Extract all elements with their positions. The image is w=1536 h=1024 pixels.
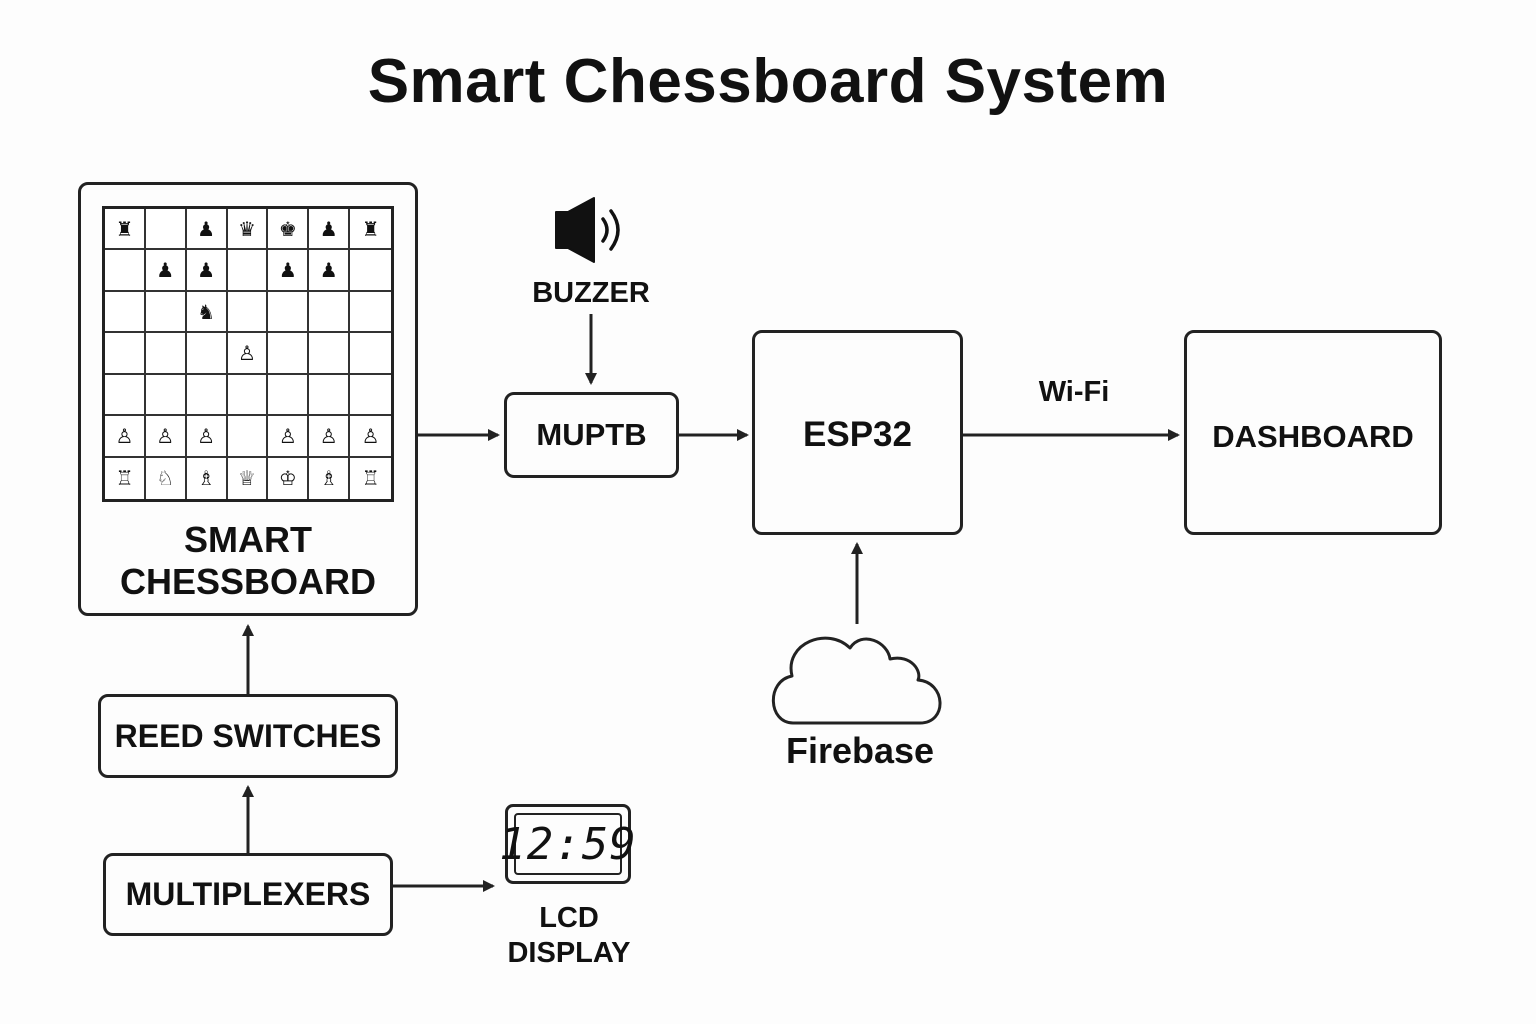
reed-switches-label: REED SWITCHES xyxy=(114,717,382,754)
chess-piece-square: ♙ xyxy=(350,416,391,458)
chess-piece-square: ♟ xyxy=(186,209,228,251)
empty-square xyxy=(145,374,187,417)
chess-piece-square: ♘ xyxy=(146,457,187,499)
chess-piece-square: ♗ xyxy=(309,457,351,499)
empty-square xyxy=(145,291,187,334)
multiplexers-label: MULTIPLEXERS xyxy=(125,876,371,912)
muptb-label: MUPTB xyxy=(536,417,647,452)
chess-piece-square: ♟ xyxy=(309,209,351,251)
muptb-node: MUPTB xyxy=(504,392,679,478)
multiplexers-node: MULTIPLEXERS xyxy=(103,853,393,936)
smart-chessboard-node: ♜♟♛♚♟♜♟♟♟♟♞♙♙♙♙♙♙♙♖♘♗♕♔♗♖ SMART CHESSBOA… xyxy=(78,182,418,616)
empty-square xyxy=(227,291,269,334)
esp32-node: ESP32 xyxy=(752,330,963,535)
chess-piece-square: ♟ xyxy=(186,250,228,292)
chess-piece-square: ♟ xyxy=(268,250,310,292)
empty-square xyxy=(309,374,351,417)
chess-piece-square: ♟ xyxy=(309,250,351,292)
empty-square xyxy=(227,250,269,292)
wifi-edge-label: Wi-Fi xyxy=(1038,376,1110,408)
empty-square xyxy=(350,250,391,292)
chess-piece-square: ♙ xyxy=(145,416,187,458)
empty-square xyxy=(105,250,146,292)
chess-piece-square: ♙ xyxy=(309,416,351,458)
diagram-title: Smart Chessboard System xyxy=(367,47,1169,116)
chess-piece-square: ♗ xyxy=(187,457,228,499)
buzzer-label: BUZZER xyxy=(532,277,650,309)
empty-square xyxy=(268,291,310,334)
chess-piece-square: ♜ xyxy=(350,209,391,251)
chess-piece-square: ♟ xyxy=(145,250,187,292)
lcd-readout: 12:59 xyxy=(499,818,637,870)
empty-square xyxy=(105,333,146,375)
esp32-label: ESP32 xyxy=(803,415,912,454)
dashboard-node: DASHBOARD xyxy=(1184,330,1442,535)
lcd-display-label: LCD DISPLAY xyxy=(507,902,631,969)
empty-square xyxy=(145,209,187,251)
empty-square xyxy=(145,333,187,375)
cloud-icon xyxy=(771,636,942,725)
empty-square xyxy=(105,374,146,417)
empty-square xyxy=(186,333,228,375)
smart-chessboard-label: SMART CHESSBOARD xyxy=(119,519,377,602)
chess-piece-square: ♙ xyxy=(268,416,310,458)
chess-piece-square: ♜ xyxy=(105,209,146,251)
chess-piece-square: ♙ xyxy=(105,416,146,458)
lcd-display-node: 12:59 xyxy=(499,804,636,884)
empty-square xyxy=(227,416,269,458)
chess-piece-square: ♛ xyxy=(227,209,269,251)
empty-square xyxy=(268,374,310,417)
chess-piece-square: ♖ xyxy=(361,466,380,491)
firebase-label: Firebase xyxy=(785,730,935,771)
speaker-icon xyxy=(555,197,620,263)
empty-square xyxy=(350,375,391,417)
chess-piece-square: ♔ xyxy=(268,457,310,499)
empty-square xyxy=(309,291,351,334)
reed-switches-node: REED SWITCHES xyxy=(98,694,398,778)
chess-piece-square: ♖ xyxy=(105,457,146,499)
chess-piece-square: ♙ xyxy=(186,416,228,458)
empty-square xyxy=(350,292,391,334)
chess-piece-square: ♚ xyxy=(268,209,310,251)
empty-square xyxy=(268,333,310,375)
empty-square xyxy=(105,291,146,334)
chess-piece-square: ♕ xyxy=(228,457,269,499)
chess-piece-square: ♙ xyxy=(227,333,269,375)
empty-square xyxy=(186,374,228,417)
seven-segment-display-icon: 12:59 xyxy=(499,813,636,875)
empty-square xyxy=(227,374,269,417)
chessboard-grid: ♜♟♛♚♟♜♟♟♟♟♞♙♙♙♙♙♙♙♖♘♗♕♔♗♖ xyxy=(102,206,394,502)
empty-square xyxy=(350,333,391,375)
empty-square xyxy=(309,333,351,375)
dashboard-label: DASHBOARD xyxy=(1212,419,1414,454)
chess-piece-square: ♞ xyxy=(186,291,228,334)
